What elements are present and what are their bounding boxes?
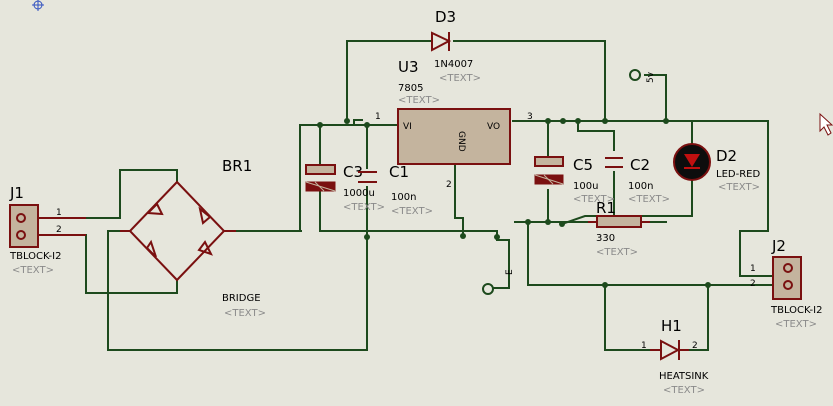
h1-text: <TEXT> bbox=[663, 385, 705, 396]
heatsink-h1[interactable]: 1 2 H1 HEATSINK <TEXT> bbox=[641, 317, 709, 396]
j1-pin1: 1 bbox=[56, 208, 62, 218]
d2-ref: D2 bbox=[716, 147, 737, 165]
terminal-5v[interactable]: 5v bbox=[629, 69, 656, 83]
origin-crosshair-icon bbox=[32, 0, 44, 11]
c3-text: <TEXT> bbox=[343, 202, 385, 213]
u3-pin1: 1 bbox=[375, 112, 381, 122]
h1-ref: H1 bbox=[661, 317, 682, 335]
regulator-u3[interactable]: U3 7805 <TEXT> VI VO GND 1 3 2 bbox=[375, 58, 533, 190]
mouse-cursor-icon bbox=[819, 112, 833, 136]
u3-pin-gnd: GND bbox=[456, 131, 466, 152]
c1-text: <TEXT> bbox=[391, 206, 433, 217]
terminal-block-j1[interactable]: J1 1 2 TBLOCK-I2 <TEXT> bbox=[9, 184, 86, 276]
junction-dots bbox=[317, 118, 711, 288]
j1-text: <TEXT> bbox=[12, 265, 54, 276]
u3-pin-vo: VO bbox=[487, 122, 500, 132]
d2-value: LED-RED bbox=[716, 169, 760, 180]
br1-value: BRIDGE bbox=[222, 293, 261, 304]
bridge-rectifier-br1[interactable]: BR1 BRIDGE <TEXT> bbox=[120, 157, 266, 319]
c2-value: 100n bbox=[628, 181, 653, 192]
c2-ref: C2 bbox=[630, 156, 650, 174]
c5-value: 100u bbox=[573, 181, 598, 192]
terminal-ground[interactable]: E bbox=[482, 269, 515, 295]
u3-ref: U3 bbox=[398, 58, 419, 76]
u3-value: 7805 bbox=[398, 83, 423, 94]
br1-text: <TEXT> bbox=[224, 308, 266, 319]
h1-value: HEATSINK bbox=[659, 371, 709, 382]
h1-pin2: 2 bbox=[692, 341, 698, 351]
h1-pin1: 1 bbox=[641, 341, 647, 351]
j2-pin2: 2 bbox=[750, 279, 756, 289]
d3-ref: D3 bbox=[435, 8, 456, 26]
diode-d3[interactable]: D3 1N4007 <TEXT> bbox=[431, 8, 481, 84]
terminal-block-j2[interactable]: J2 1 2 TBLOCK-I2 <TEXT> bbox=[750, 237, 822, 330]
u3-text: <TEXT> bbox=[398, 95, 440, 106]
capacitor-c3[interactable]: C3 1000u <TEXT> bbox=[305, 163, 385, 213]
r1-value: 330 bbox=[596, 233, 615, 244]
r1-ref: R1 bbox=[596, 199, 616, 217]
c3-value: 1000u bbox=[343, 188, 375, 199]
c1-ref: C1 bbox=[389, 163, 409, 181]
d3-text: <TEXT> bbox=[439, 73, 481, 84]
j2-text: <TEXT> bbox=[775, 319, 817, 330]
j1-pin2: 2 bbox=[56, 225, 62, 235]
capacitor-c2[interactable]: C2 100n <TEXT> bbox=[605, 156, 670, 205]
capacitor-c5[interactable]: C5 100u <TEXT> bbox=[534, 156, 615, 205]
terminal-ground-label: E bbox=[505, 269, 515, 275]
terminal-5v-label: 5v bbox=[646, 71, 656, 83]
resistor-r1[interactable]: R1 330 <TEXT> bbox=[588, 199, 650, 258]
j1-value: TBLOCK-I2 bbox=[9, 251, 61, 262]
led-d2[interactable]: D2 LED-RED <TEXT> bbox=[673, 143, 760, 193]
br1-ref: BR1 bbox=[222, 157, 252, 175]
u3-pin3: 3 bbox=[527, 112, 533, 122]
j2-value: TBLOCK-I2 bbox=[770, 305, 822, 316]
c5-text: <TEXT> bbox=[573, 194, 615, 205]
c2-text: <TEXT> bbox=[628, 194, 670, 205]
u3-pin2: 2 bbox=[446, 180, 452, 190]
j1-ref: J1 bbox=[9, 184, 24, 202]
u3-pin-vi: VI bbox=[403, 122, 412, 132]
d3-value: 1N4007 bbox=[434, 59, 473, 70]
c3-ref: C3 bbox=[343, 163, 363, 181]
j2-ref: J2 bbox=[771, 237, 786, 255]
capacitor-c1[interactable]: C1 100n <TEXT> bbox=[358, 163, 433, 217]
r1-text: <TEXT> bbox=[596, 247, 638, 258]
j2-pin1: 1 bbox=[750, 264, 756, 274]
c1-value: 100n bbox=[391, 192, 416, 203]
c5-ref: C5 bbox=[573, 156, 593, 174]
d2-text: <TEXT> bbox=[718, 182, 760, 193]
